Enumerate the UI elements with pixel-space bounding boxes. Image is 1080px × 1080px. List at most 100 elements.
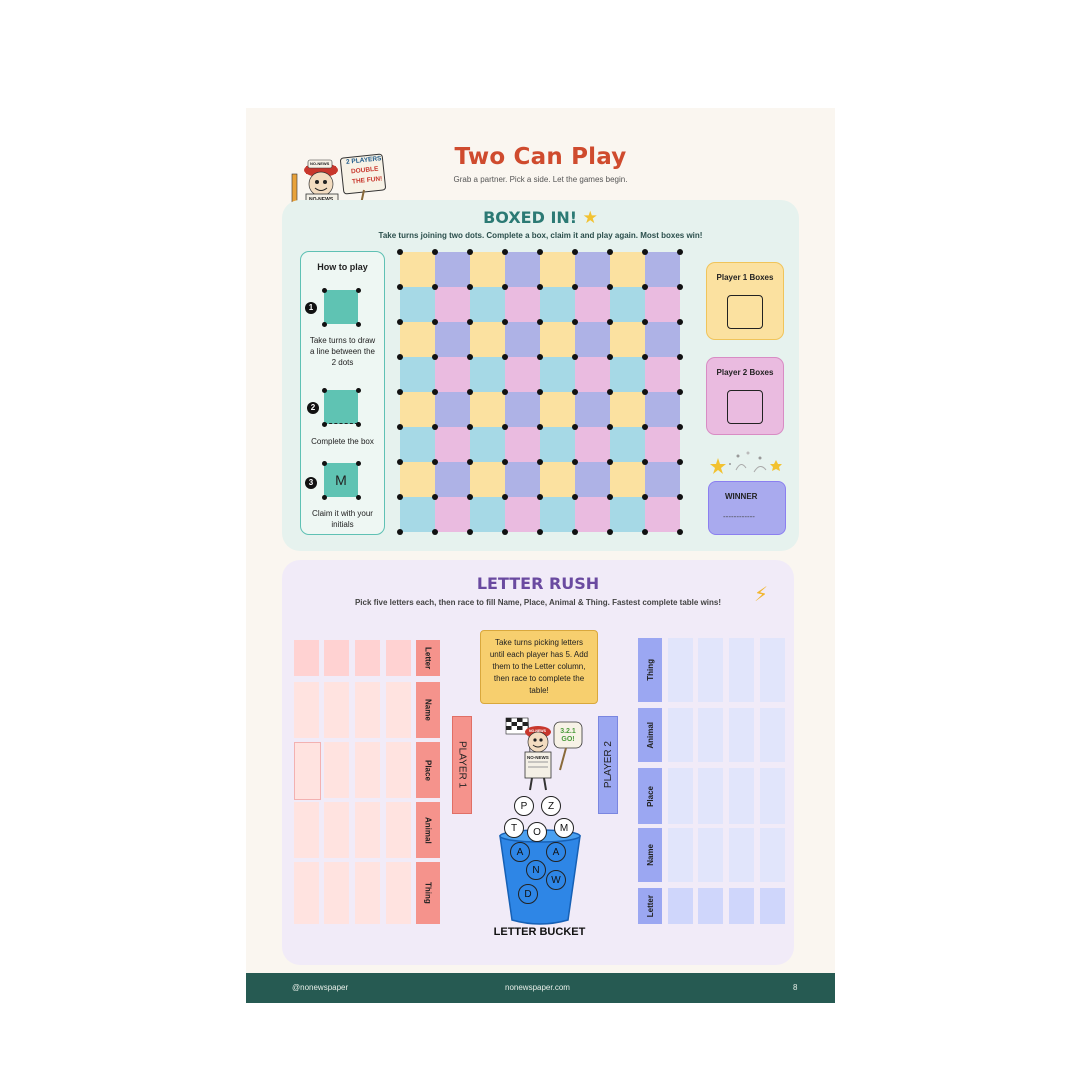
letter-ball[interactable]: M xyxy=(554,818,574,838)
grid-dot[interactable] xyxy=(677,424,683,430)
grid-dot[interactable] xyxy=(397,389,403,395)
grid-dot[interactable] xyxy=(502,494,508,500)
grid-dot[interactable] xyxy=(537,424,543,430)
grid-dot[interactable] xyxy=(502,319,508,325)
grid-box[interactable] xyxy=(505,392,540,427)
grid-box[interactable] xyxy=(470,497,505,532)
player-1-cell[interactable] xyxy=(294,862,319,924)
grid-box[interactable] xyxy=(400,252,435,287)
player-1-cell[interactable] xyxy=(386,862,411,924)
grid-box[interactable] xyxy=(645,252,680,287)
grid-box[interactable] xyxy=(645,497,680,532)
grid-box[interactable] xyxy=(470,427,505,462)
player-1-cell[interactable] xyxy=(355,802,380,858)
grid-box[interactable] xyxy=(400,497,435,532)
player-2-cell[interactable] xyxy=(698,768,723,824)
grid-box[interactable] xyxy=(645,427,680,462)
player-1-cell[interactable] xyxy=(355,640,380,676)
dots-and-boxes-grid[interactable] xyxy=(397,249,683,535)
grid-dot[interactable] xyxy=(432,249,438,255)
grid-box[interactable] xyxy=(470,252,505,287)
grid-dot[interactable] xyxy=(537,529,543,535)
player-2-cell[interactable] xyxy=(729,828,754,882)
letter-ball[interactable]: N xyxy=(526,860,546,880)
grid-box[interactable] xyxy=(610,427,645,462)
grid-dot[interactable] xyxy=(397,494,403,500)
grid-box[interactable] xyxy=(400,287,435,322)
grid-box[interactable] xyxy=(540,322,575,357)
grid-dot[interactable] xyxy=(432,319,438,325)
grid-dot[interactable] xyxy=(642,249,648,255)
grid-dot[interactable] xyxy=(467,249,473,255)
grid-box[interactable] xyxy=(575,392,610,427)
grid-box[interactable] xyxy=(575,252,610,287)
grid-box[interactable] xyxy=(540,392,575,427)
grid-dot[interactable] xyxy=(397,459,403,465)
grid-box[interactable] xyxy=(645,462,680,497)
grid-dot[interactable] xyxy=(677,319,683,325)
grid-dot[interactable] xyxy=(432,424,438,430)
grid-box[interactable] xyxy=(575,497,610,532)
player-2-cell[interactable] xyxy=(668,888,693,924)
grid-box[interactable] xyxy=(470,357,505,392)
grid-dot[interactable] xyxy=(677,389,683,395)
grid-box[interactable] xyxy=(435,497,470,532)
grid-dot[interactable] xyxy=(642,319,648,325)
player-1-cell[interactable] xyxy=(294,640,319,676)
player-2-cell[interactable] xyxy=(698,888,723,924)
grid-dot[interactable] xyxy=(537,494,543,500)
grid-box[interactable] xyxy=(645,322,680,357)
grid-box[interactable] xyxy=(470,462,505,497)
player-1-cell[interactable] xyxy=(386,682,411,738)
player-2-cell[interactable] xyxy=(668,638,693,702)
grid-dot[interactable] xyxy=(677,529,683,535)
grid-dot[interactable] xyxy=(677,284,683,290)
player-1-cell[interactable] xyxy=(386,640,411,676)
player-2-cell[interactable] xyxy=(668,708,693,762)
grid-dot[interactable] xyxy=(432,389,438,395)
player-2-cell[interactable] xyxy=(698,638,723,702)
grid-box[interactable] xyxy=(505,287,540,322)
grid-box[interactable] xyxy=(505,462,540,497)
grid-dot[interactable] xyxy=(572,354,578,360)
winner-blank-line[interactable]: ------------ xyxy=(723,512,755,521)
letter-ball[interactable]: D xyxy=(518,884,538,904)
grid-dot[interactable] xyxy=(572,319,578,325)
grid-dot[interactable] xyxy=(572,494,578,500)
player-1-cell[interactable] xyxy=(355,742,380,798)
grid-box[interactable] xyxy=(610,252,645,287)
player-1-score-box[interactable] xyxy=(727,295,763,329)
player-2-cell[interactable] xyxy=(729,888,754,924)
grid-box[interactable] xyxy=(435,322,470,357)
grid-box[interactable] xyxy=(470,392,505,427)
grid-box[interactable] xyxy=(540,462,575,497)
grid-box[interactable] xyxy=(505,252,540,287)
grid-dot[interactable] xyxy=(432,284,438,290)
grid-box[interactable] xyxy=(435,252,470,287)
grid-dot[interactable] xyxy=(677,249,683,255)
grid-dot[interactable] xyxy=(607,319,613,325)
grid-dot[interactable] xyxy=(502,459,508,465)
player-1-cell[interactable] xyxy=(324,862,349,924)
grid-dot[interactable] xyxy=(397,284,403,290)
player-1-cell[interactable] xyxy=(324,802,349,858)
grid-dot[interactable] xyxy=(397,249,403,255)
player-1-cell[interactable] xyxy=(294,682,319,738)
player-2-cell[interactable] xyxy=(760,828,785,882)
grid-box[interactable] xyxy=(645,357,680,392)
grid-dot[interactable] xyxy=(502,249,508,255)
grid-dot[interactable] xyxy=(502,354,508,360)
grid-dot[interactable] xyxy=(642,459,648,465)
grid-dot[interactable] xyxy=(467,494,473,500)
grid-dot[interactable] xyxy=(607,424,613,430)
grid-dot[interactable] xyxy=(537,459,543,465)
grid-dot[interactable] xyxy=(537,354,543,360)
grid-dot[interactable] xyxy=(677,354,683,360)
grid-dot[interactable] xyxy=(607,529,613,535)
grid-dot[interactable] xyxy=(642,494,648,500)
grid-dot[interactable] xyxy=(572,459,578,465)
grid-box[interactable] xyxy=(610,357,645,392)
grid-box[interactable] xyxy=(435,287,470,322)
player-2-cell[interactable] xyxy=(668,768,693,824)
grid-box[interactable] xyxy=(540,252,575,287)
